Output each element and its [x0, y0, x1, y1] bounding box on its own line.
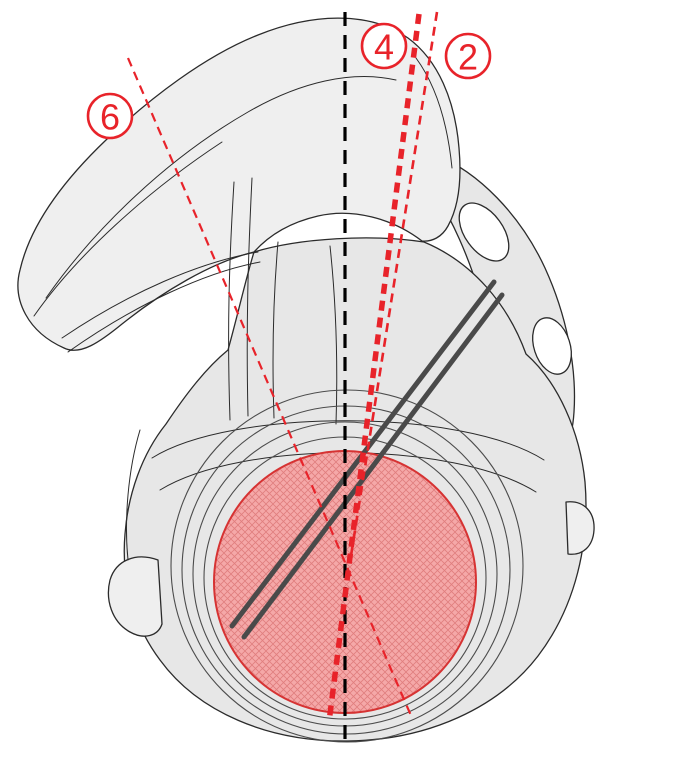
- red-line-2: [348, 11, 439, 563]
- bone-right-tab: [565, 501, 595, 555]
- marker-6: 6: [86, 92, 134, 140]
- marker-circle: [444, 32, 492, 80]
- annotation-markers: 6 4 2: [86, 22, 492, 140]
- bone-hole-lower: [532, 317, 572, 375]
- bone-left-tab: [107, 556, 163, 637]
- bone-hole-upper: [458, 202, 510, 262]
- marker-label: 4: [374, 27, 394, 68]
- pin-line-b: [241, 292, 505, 640]
- implant-region: [213, 450, 477, 714]
- marker-label: 6: [100, 97, 120, 138]
- marker-circle: [86, 92, 134, 140]
- marker-4: 4: [360, 22, 408, 70]
- annotation-lines: [126, 11, 505, 748]
- marker-label: 2: [458, 37, 478, 78]
- bone-seams: [33, 57, 545, 561]
- marker-2: 2: [444, 32, 492, 80]
- marker-circle: [360, 22, 408, 70]
